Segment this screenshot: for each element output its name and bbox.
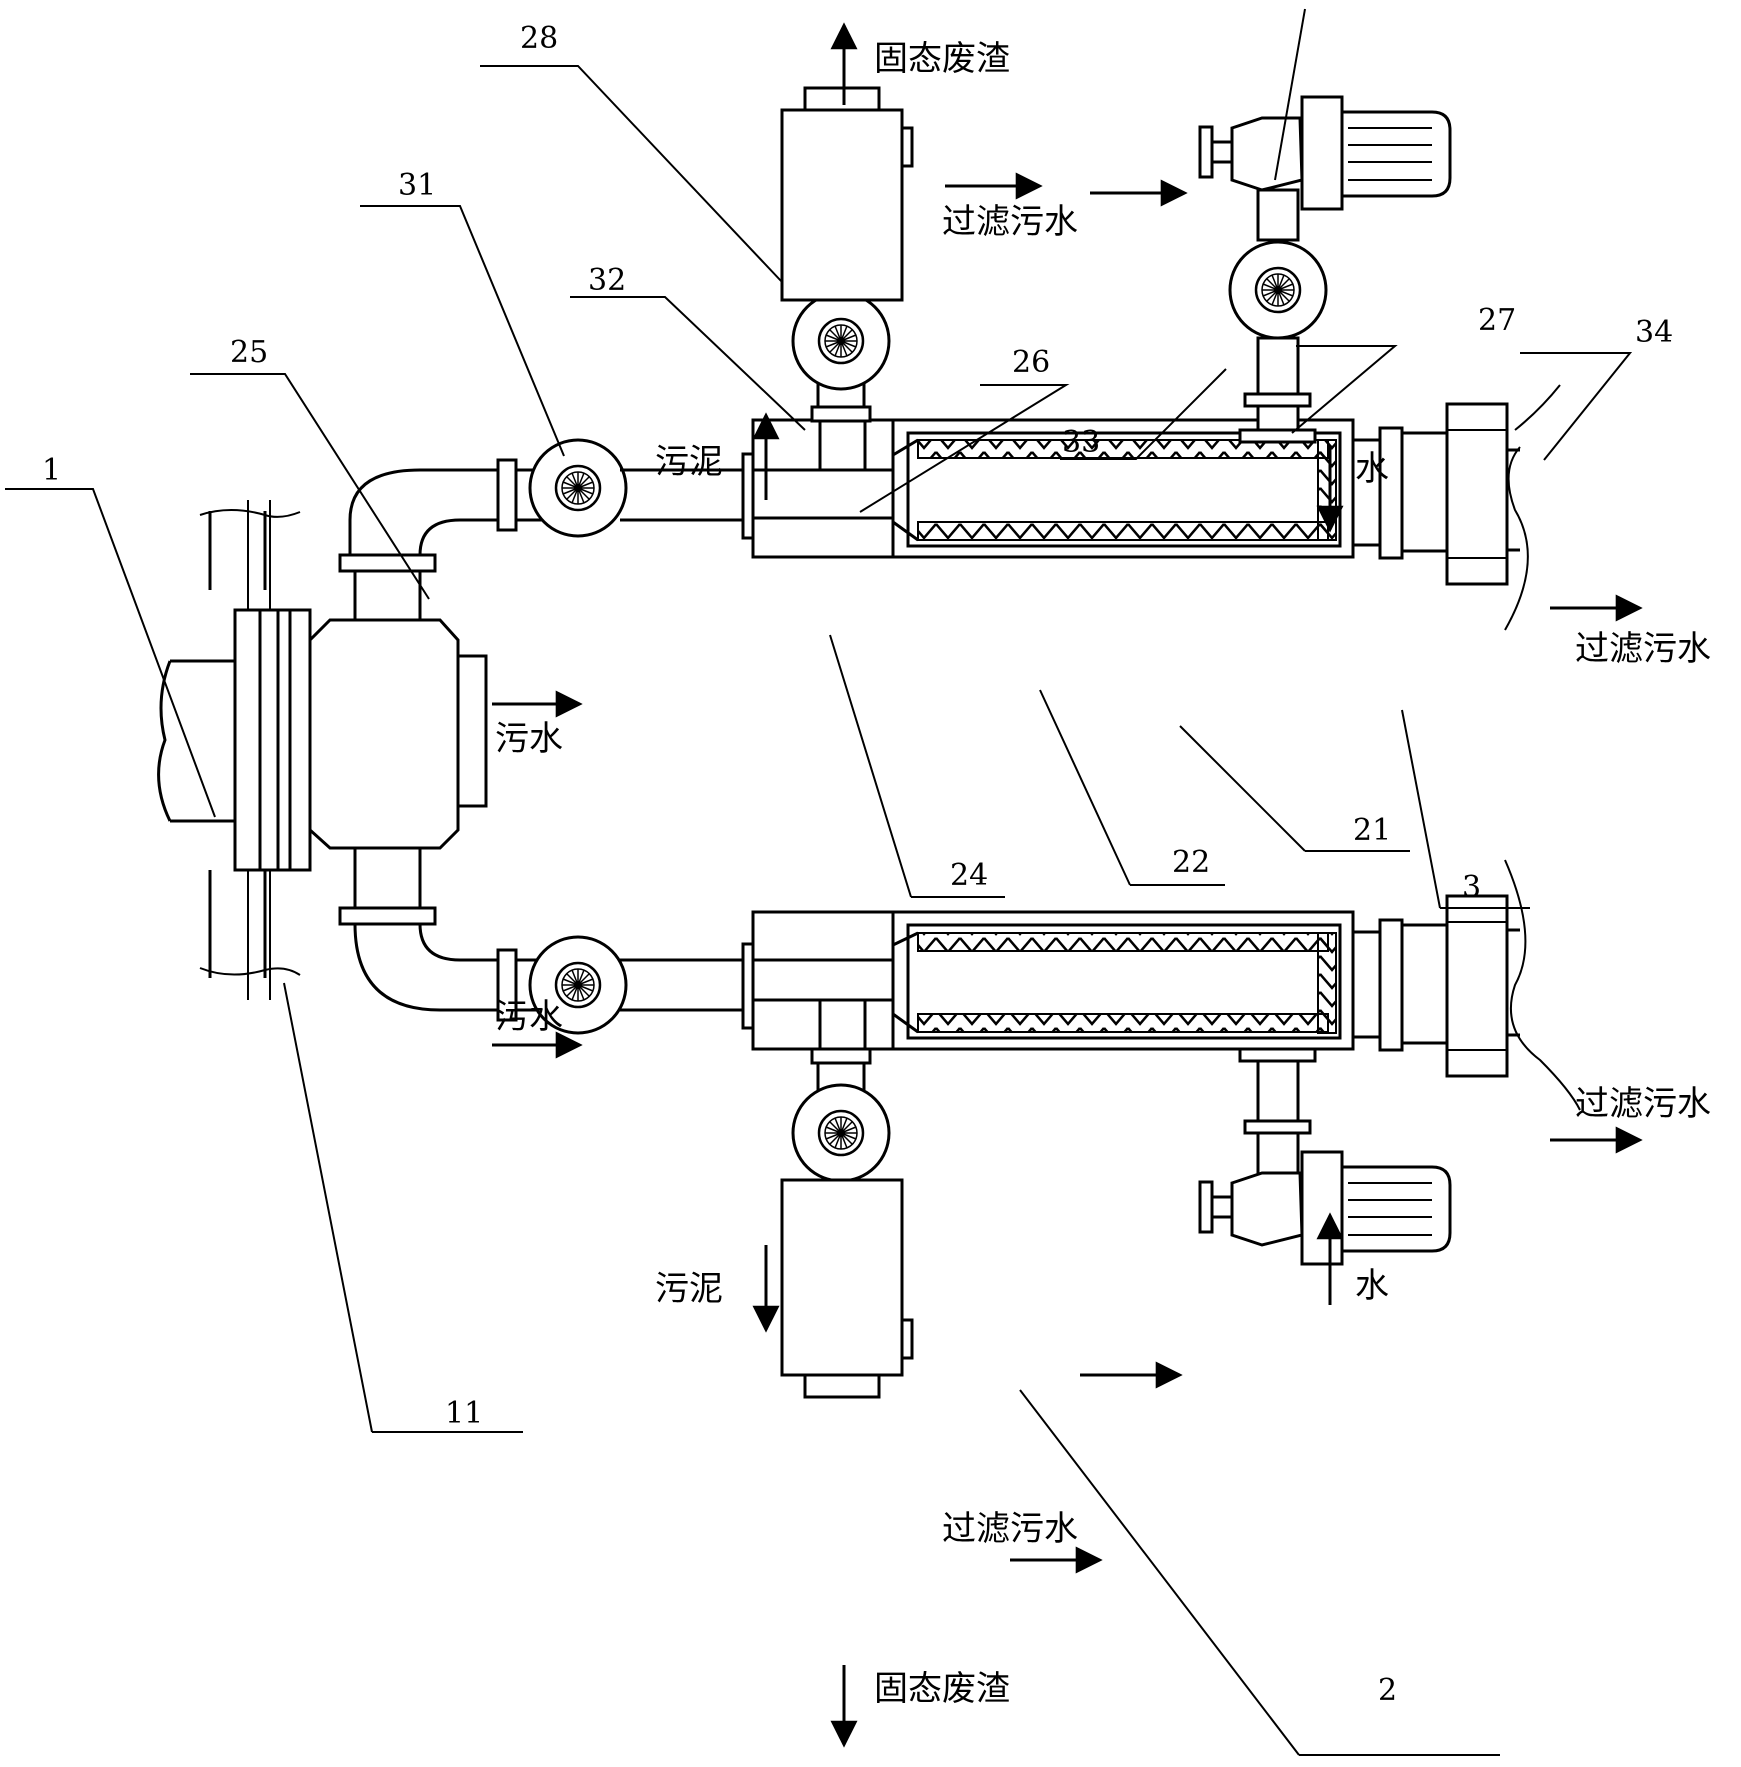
label-27: 27 — [1478, 303, 1516, 338]
label-filtered-sewage-right-top: 过滤污水 — [1575, 629, 1711, 669]
label-34: 34 — [1635, 315, 1673, 350]
label-1: 1 — [42, 453, 61, 488]
pump-32 — [791, 291, 891, 423]
label-3: 3 — [1462, 870, 1481, 905]
label-solid-waste-top: 固态废渣 — [874, 39, 1010, 79]
label-32: 32 — [588, 263, 626, 298]
label-sewage-bottom: 污水 — [495, 997, 563, 1037]
leader-lines — [5, 8, 1633, 1756]
flow-arrows — [492, 22, 1643, 1748]
label-11: 11 — [445, 1396, 483, 1431]
motor-pump-lower — [1198, 1047, 1452, 1266]
label-sludge-top: 污泥 — [655, 442, 723, 482]
filter-unit-lower — [751, 894, 1520, 1078]
upper-inlet-pipe — [338, 458, 545, 573]
separator-28-lower — [780, 1178, 914, 1399]
label-sludge-bottom: 污泥 — [655, 1269, 723, 1309]
flow-labels: 固态废渣 过滤污水 污泥 水 污水 过滤污水 污水 过滤污水 污泥 水 过滤污水… — [495, 39, 1711, 1709]
label-filtered-sewage-right-bottom: 过滤污水 — [1575, 1084, 1711, 1124]
label-solid-waste-bottom: 固态废渣 — [874, 1669, 1010, 1709]
tee-housing — [308, 568, 488, 910]
label-water-bottom: 水 — [1355, 1266, 1389, 1306]
part-numbers: 1 11 2 3 21 22 24 25 26 27 28 31 32 33 3… — [42, 21, 1673, 1708]
label-21: 21 — [1353, 813, 1391, 848]
label-filtered-sewage-bottom: 过滤污水 — [942, 1509, 1078, 1549]
label-26: 26 — [1012, 345, 1050, 380]
label-33: 33 — [1062, 425, 1100, 460]
label-24: 24 — [950, 858, 988, 893]
label-22: 22 — [1172, 845, 1210, 880]
label-25: 25 — [230, 335, 268, 370]
filter-unit-upper — [751, 402, 1520, 586]
label-31: 31 — [398, 168, 436, 203]
separator-28-upper — [780, 86, 914, 302]
label-sewage-top: 污水 — [495, 719, 563, 759]
pump-31 — [528, 438, 628, 538]
label-2: 2 — [1378, 1673, 1397, 1708]
lower-inlet-pipe — [338, 906, 545, 1022]
motor-pump-upper — [1198, 95, 1452, 444]
label-filtered-sewage-top: 过滤污水 — [942, 202, 1078, 242]
pump-32-lower — [791, 1047, 891, 1183]
label-water-top: 水 — [1355, 449, 1389, 489]
main-pipe — [157, 500, 312, 1000]
label-28: 28 — [520, 21, 558, 56]
